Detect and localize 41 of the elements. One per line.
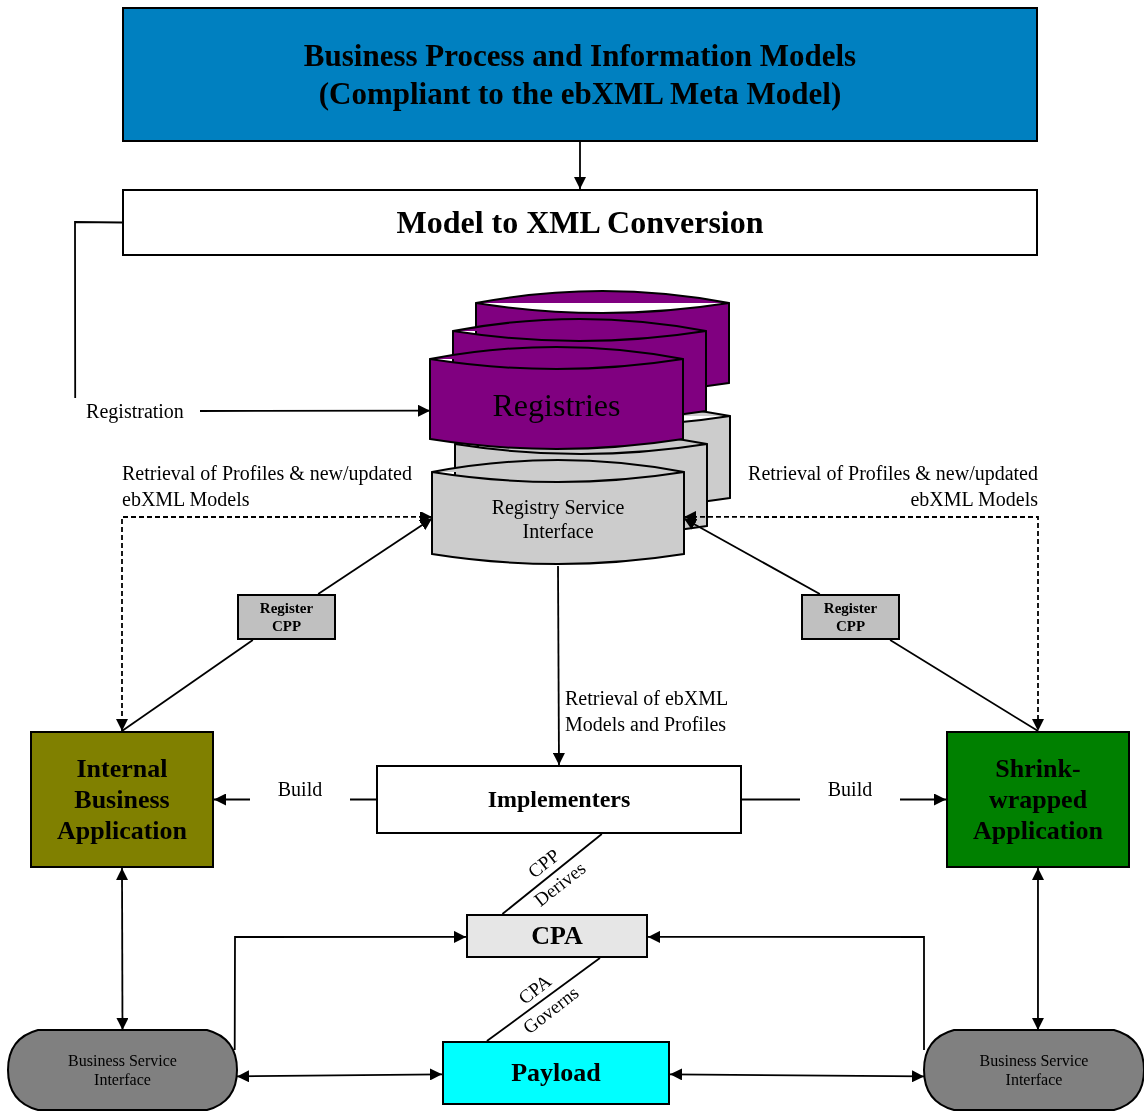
node-label: Registry Service Interface [490, 495, 626, 543]
title-box [122, 7, 1038, 142]
application-box [946, 731, 1130, 868]
connector-line [121, 639, 254, 732]
node-label: Internal Business Application [56, 752, 188, 847]
tag-box [237, 594, 336, 640]
arrow [236, 1068, 443, 1083]
node-label: Model to XML Conversion [396, 203, 764, 242]
process-box [442, 1041, 670, 1105]
node-label: Business Process and Information Models (Compliant to the ebXML Meta Model) [302, 37, 858, 112]
connector-line [889, 639, 1039, 732]
application-box [30, 731, 214, 868]
arrow [683, 517, 821, 595]
arrow [574, 141, 586, 190]
arrow [116, 867, 129, 1031]
connector-line [501, 833, 603, 915]
arrow [233, 930, 467, 1051]
annotation-text: Registration [86, 399, 184, 423]
arrow [199, 404, 431, 417]
process-box [122, 189, 1038, 256]
connector-line [74, 221, 123, 399]
arrow [116, 510, 433, 732]
node-label: Register CPP [258, 599, 315, 635]
connector-line [486, 957, 601, 1042]
node-label: Registries [492, 385, 621, 425]
tag-box [801, 594, 900, 640]
node-label: Payload [511, 1057, 601, 1089]
node-label: Register CPP [822, 599, 879, 635]
node-label: Business Service Interface [978, 1050, 1090, 1090]
node-label: Business Service Interface [67, 1050, 178, 1090]
node-label: CPA [531, 920, 583, 952]
node-label: Shrink-wrapped Application [972, 752, 1104, 847]
arrow [683, 510, 1044, 732]
arrow [552, 565, 565, 766]
arrow [317, 517, 433, 595]
arrow [669, 1068, 925, 1083]
process-box [466, 914, 648, 958]
process-box [376, 765, 742, 834]
arrow [647, 930, 925, 1051]
node-label: Implementers [487, 785, 631, 814]
arrow [1031, 867, 1044, 1031]
